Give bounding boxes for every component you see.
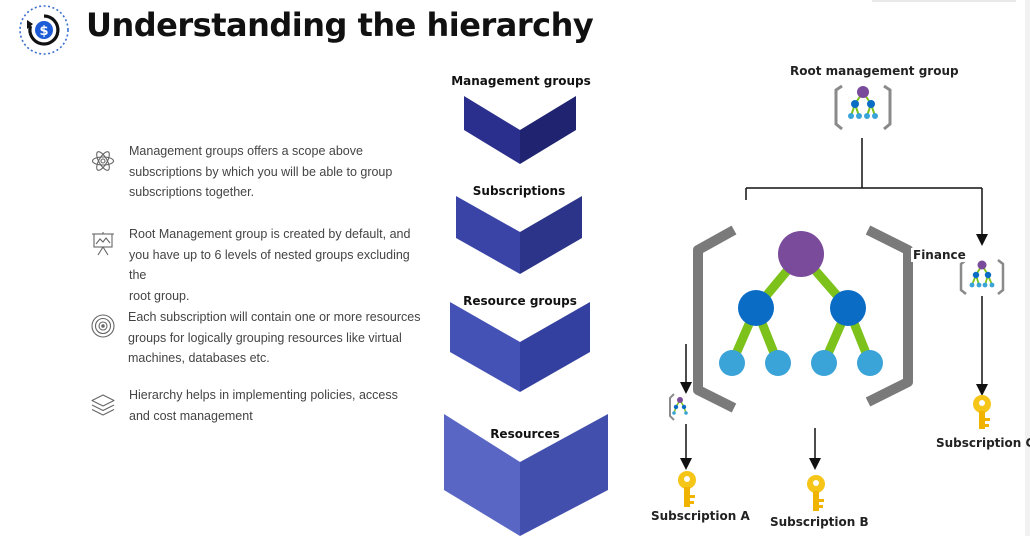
top-edge-bar [872,0,1016,2]
right-edge-bar [1025,0,1030,536]
bullet-line: Each subscription will contain one or mo… [128,310,421,324]
chevron-label-management-groups: Management groups [451,74,591,88]
bullet-line: and cost management [129,408,253,423]
bullet-line: root group. [129,288,190,303]
atom-icon [91,151,115,171]
hierarchy-chevrons [444,96,608,536]
cost-cycle-logo-icon: $ [19,5,69,55]
bullet-line: groups for logically grouping resources … [128,330,402,345]
layers-icon [91,394,115,416]
bullet-text-root-group: Root Management group is created by defa… [129,224,429,306]
bullet-line: Management groups offers a scope above [129,144,363,158]
presentation-board-icon [92,232,114,256]
chevron-subscriptions [456,196,582,274]
svg-text:$: $ [39,24,48,39]
root-management-group-icon [834,84,892,131]
bullet-line: machines, databases etc. [128,351,270,365]
management-group-diagram [669,84,1005,511]
chevron-resources [444,414,608,536]
bullet-line: you have up to 6 levels of nested groups… [129,247,410,283]
subscription-b-key-icon [807,475,825,511]
chevron-label-subscriptions: Subscriptions [472,184,566,198]
finance-management-group-icon [959,259,1005,295]
bullet-line: subscriptions together. [129,185,255,199]
bullet-text-hierarchy: Hierarchy helps in implementing policies… [129,385,429,426]
bullet-line: Hierarchy helps in implementing policies… [129,388,398,402]
bullet-line: Root Management group is created by defa… [129,227,411,241]
subscription-a-label: Subscription A [651,509,750,523]
management-group-small-icon-left [669,393,688,421]
bullet-line: subscriptions by which you will be able … [129,164,393,179]
finance-label: Finance [911,248,968,262]
slide-title: Understanding the hierarchy [86,6,594,44]
bullet-text-management-groups: Management groups offers a scope above s… [129,141,429,203]
management-group-large-icon [693,225,913,413]
subscription-a-key-icon [678,471,696,507]
chevron-label-resource-groups: Resource groups [463,294,577,308]
chevron-label-resources: Resources [490,427,560,441]
chevron-resource-groups [450,302,590,392]
subscription-c-label: Subscription C [936,436,1030,450]
chevron-management-groups [464,96,576,164]
target-icon [91,314,115,338]
connector-lines [680,138,988,470]
bullet-text-subscriptions: Each subscription will contain one or mo… [128,307,428,369]
subscription-b-label: Subscription B [770,515,869,529]
root-management-group-label: Root management group [790,64,959,78]
subscription-c-key-icon [973,395,991,429]
